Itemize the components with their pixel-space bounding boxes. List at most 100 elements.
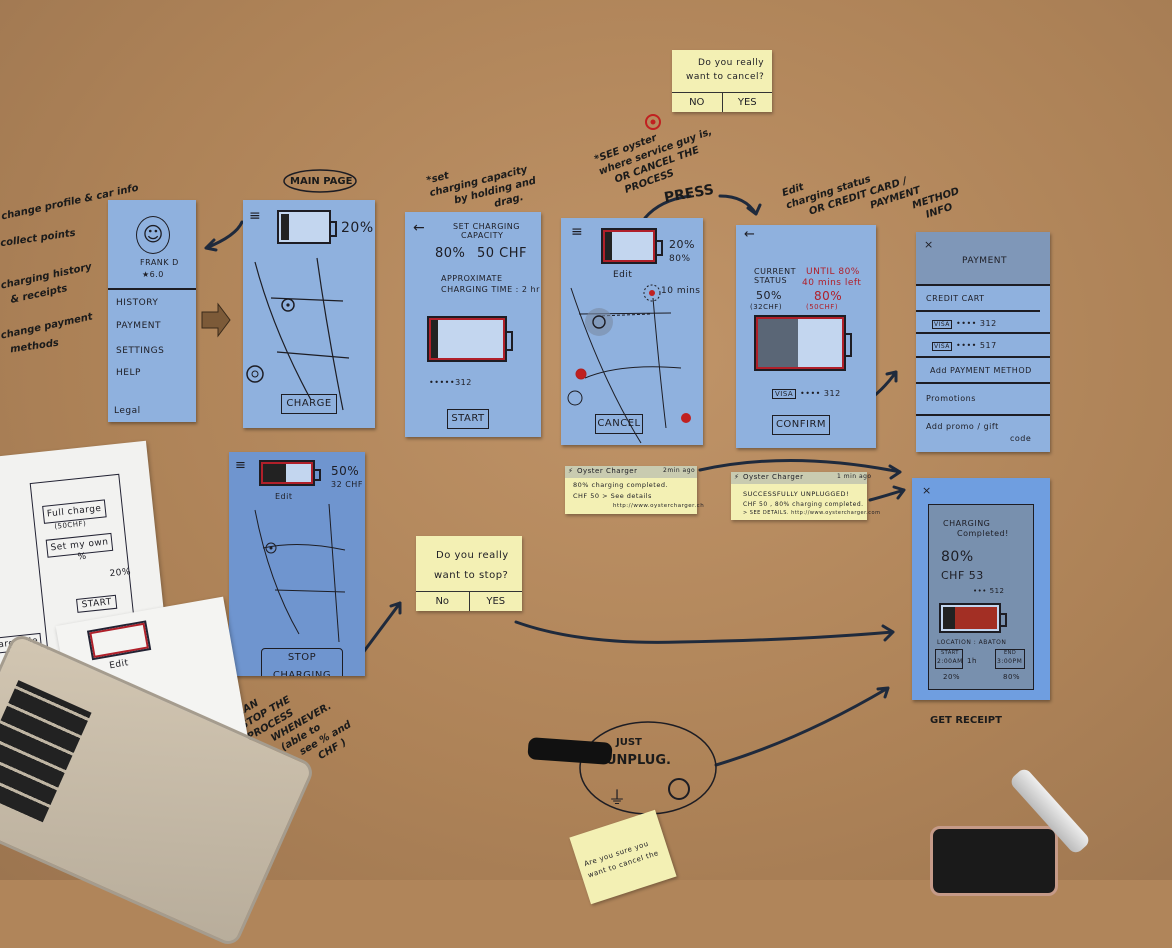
location-pin-icon	[265, 542, 277, 554]
stop-charging-button[interactable]: STOP CHARGING	[261, 648, 343, 676]
annotation-unplug: UNPLUG.	[606, 753, 671, 768]
add-payment-method-button[interactable]: Add PAYMENT METHOD	[930, 366, 1032, 375]
until-label: UNTIL 80%	[806, 267, 860, 277]
legal-link[interactable]: Legal	[114, 406, 141, 416]
add-promo-button[interactable]: Add promo / gift	[926, 422, 999, 431]
divider	[108, 288, 196, 290]
dialog-buttons: NO YES	[672, 92, 772, 112]
credit-card-section: CREDIT CART	[926, 294, 985, 303]
hamburger-menu-icon[interactable]: ≡	[249, 208, 262, 224]
card-item[interactable]: •••• 312	[956, 319, 997, 328]
final-price: CHF 53	[941, 569, 984, 582]
lightning-icon: ⚡	[568, 467, 574, 475]
no-button[interactable]: No	[435, 596, 450, 607]
card-item[interactable]: •••• 517	[956, 341, 997, 350]
battery-fill	[758, 319, 798, 367]
payment-screen: × PAYMENT CREDIT CART VISA •••• 312 VISA…	[916, 232, 1050, 452]
current-status-label-2: STATUS	[754, 276, 788, 285]
battery-charged-fill	[955, 607, 997, 629]
user-rating: ★6.0	[142, 270, 164, 279]
menu-item-history[interactable]: HISTORY	[116, 298, 159, 308]
capacity-slider[interactable]	[427, 316, 513, 362]
notification-card[interactable]: ⚡ Oyster Charger 2min ago 80% charging c…	[565, 466, 704, 514]
hamburger-menu-icon[interactable]: ≡	[235, 458, 247, 473]
dialog-text: Do you really	[698, 58, 765, 68]
edit-link[interactable]: Edit	[613, 270, 633, 280]
notification-link[interactable]: http://www.oystercharger.ch	[613, 503, 705, 509]
divider	[916, 382, 1050, 384]
close-icon[interactable]: ×	[922, 484, 932, 497]
duration: 1h	[967, 657, 977, 665]
close-icon[interactable]: ×	[924, 238, 934, 251]
end-percent: 80%	[1003, 673, 1021, 681]
charging-in-progress-screen: ≡ 50% 32 CHF Edit STOP CHARGING	[229, 452, 365, 676]
visa-icon: VISA	[932, 342, 952, 351]
start-button[interactable]: START	[447, 409, 489, 429]
notification-header	[565, 466, 697, 478]
charging-map-screen: ≡ 20% 80% Edit 10 mins CANCEL	[561, 218, 703, 445]
payment-title: PAYMENT	[962, 256, 1007, 266]
current-price: 32 CHF	[331, 480, 363, 489]
notification-card[interactable]: ⚡ Oyster Charger 1 min ago SUCCESSFULLY …	[731, 472, 880, 520]
target-percent: 80%	[669, 254, 691, 264]
hamburger-menu-icon[interactable]: ≡	[571, 224, 584, 240]
back-arrow-icon[interactable]: ←	[744, 227, 756, 242]
sketch-battery	[86, 620, 152, 661]
charging-time: CHARGING TIME : 2 hr	[441, 285, 540, 294]
battery-start-fill	[943, 607, 955, 629]
battery-fill	[605, 232, 612, 260]
service-radius-icon	[643, 284, 661, 302]
dialog-text-2: want to cancel?	[686, 72, 765, 82]
edit-link[interactable]: Edit	[275, 492, 293, 501]
divider	[916, 356, 1050, 358]
end-time: 3:00PM	[997, 658, 1023, 665]
notification-line: CHF 50 > See details	[573, 492, 652, 500]
notification-line: 80% charging completed.	[573, 481, 669, 489]
lightning-icon: ⚡	[734, 473, 740, 481]
battery-percent: 50%	[331, 464, 360, 478]
confirm-button[interactable]: CONFIRM	[772, 415, 830, 435]
start-percent: 20%	[943, 673, 961, 681]
promotions-section: Promotions	[926, 394, 976, 403]
menu-screen: ☺ FRANK D ★6.0 HISTORY PAYMENT SETTINGS …	[108, 200, 196, 422]
charge-button[interactable]: CHARGE	[281, 394, 337, 414]
divider	[916, 284, 1050, 286]
receipt-screen: × CHARGING Completed! 80% CHF 53 ••• 512…	[912, 478, 1050, 700]
locate-me-icon	[246, 365, 264, 383]
menu-item-settings[interactable]: SETTINGS	[116, 346, 165, 356]
locate-me-icon	[567, 390, 583, 406]
menu-item-help[interactable]: HELP	[116, 368, 141, 378]
current-percent: 50%	[756, 289, 782, 302]
battery-indicator	[939, 603, 1007, 633]
start-box: START 2:00AM	[935, 649, 963, 669]
current-percent: 20%	[669, 238, 695, 251]
end-label: END	[1004, 650, 1017, 656]
receipt-paper: CHARGING Completed! 80% CHF 53 ••• 512 L…	[928, 504, 1034, 690]
notification-link[interactable]: > SEE DETAILS. http://www.oystercharger.…	[743, 510, 881, 516]
set-capacity-screen: ← SET CHARGING CAPACITY 80% 50 CHF APPRO…	[405, 212, 541, 437]
battery-fill	[431, 320, 438, 358]
target-percent: 80%	[435, 246, 466, 261]
yes-button[interactable]: YES	[721, 93, 773, 112]
card-number[interactable]: •••• 312	[800, 389, 841, 398]
approx-label: APPROXIMATE	[441, 274, 503, 283]
final-percent: 80%	[941, 549, 974, 565]
notification-app: Oyster Charger	[577, 467, 638, 475]
edit-status-screen: ← CURRENT STATUS 50% (32CHF) UNTIL 80% 4…	[736, 225, 876, 448]
main-screen: ≡ 20% CHARGE	[243, 200, 375, 428]
capacity-slider[interactable]	[754, 315, 852, 371]
current-price: (32CHF)	[750, 303, 783, 311]
annotation-main-page: MAIN PAGE	[290, 176, 353, 187]
cancel-button[interactable]: CANCEL	[595, 414, 643, 434]
start-time: 2:00AM	[937, 658, 963, 665]
receipt-title-2: Completed!	[957, 529, 1009, 538]
avatar[interactable]: ☺	[136, 216, 170, 254]
yes-button[interactable]: YES	[468, 592, 523, 611]
menu-item-payment[interactable]: PAYMENT	[116, 321, 161, 331]
service-guy-pin-icon	[649, 290, 655, 296]
charger-pin-icon	[575, 368, 587, 380]
user-name: FRANK D	[140, 258, 179, 267]
no-button[interactable]: NO	[689, 97, 705, 108]
back-arrow-icon[interactable]: ←	[413, 220, 426, 236]
